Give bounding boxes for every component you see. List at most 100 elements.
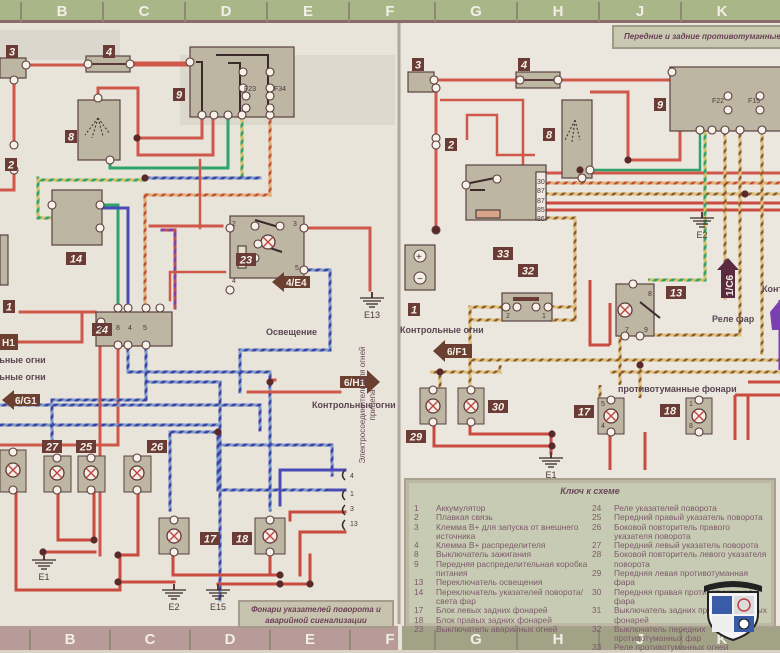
connector-arrow-1-C6[interactable]: 1/C6 — [717, 258, 739, 298]
grid-column-label: B — [65, 631, 76, 648]
terminal-node — [241, 91, 251, 101]
grid-column-label: K — [717, 631, 728, 648]
left-panel-caption: Фонари указателей поворота и аварийной с… — [238, 600, 394, 628]
ground-e2: E2 — [162, 584, 186, 612]
terminal-node — [466, 417, 476, 427]
switch-13-pins: 8 7 9 — [625, 291, 652, 334]
connector-arrow-4-E4[interactable]: 4/E4 — [272, 272, 310, 292]
fuse-label: F22 — [712, 98, 724, 105]
junction-dot — [114, 551, 122, 559]
svg-text:6/G1: 6/G1 — [15, 396, 37, 407]
fuse-label: F15 — [748, 98, 760, 105]
terminal-node — [238, 83, 248, 93]
svg-text:+: + — [416, 252, 422, 263]
legend-entry-number: 33 — [592, 642, 602, 653]
terminal-node — [755, 91, 765, 101]
component-badge: 27 — [42, 440, 62, 454]
legend-entry-text: Передняя левая противотуманная фара — [614, 568, 749, 588]
svg-text:7: 7 — [625, 327, 629, 334]
legend-entry-number: 4 — [414, 540, 419, 551]
svg-text:23: 23 — [239, 255, 252, 267]
module-24-pins: 3 8 4 5 — [98, 325, 147, 332]
terminal-node — [123, 340, 133, 350]
terminal-node — [431, 140, 441, 150]
terminal-node — [237, 110, 247, 120]
component-badge: 23 — [236, 253, 256, 267]
junction-dot — [90, 536, 98, 544]
legend-entry-number: 25 — [592, 512, 602, 523]
svg-text:E2: E2 — [168, 602, 179, 612]
terminal-node — [299, 223, 309, 233]
shaded-region — [0, 30, 120, 60]
legend-entry-number: 23 — [414, 623, 424, 634]
pin-label: 4 — [601, 423, 605, 430]
svg-text:9: 9 — [176, 90, 183, 102]
svg-text:3: 3 — [98, 325, 102, 332]
legend-entry-number: 28 — [592, 549, 602, 560]
legend-entry-text: Выключатель передних противотуманных фар — [614, 623, 706, 644]
pin-label: 1 — [689, 401, 693, 408]
terminal-node — [185, 57, 195, 67]
svg-text:6/H1: 6/H1 — [344, 378, 366, 389]
terminal-node — [606, 395, 616, 405]
terminal-node — [83, 59, 93, 69]
switch-23-pins: 2 3 4 5 — [232, 221, 299, 285]
connector-arrow-6-F1[interactable]: 6/F1 — [433, 340, 472, 362]
terminal-node — [253, 239, 263, 249]
svg-text:8: 8 — [116, 325, 120, 332]
terminal-node — [197, 110, 207, 120]
terminal-node — [225, 223, 235, 233]
component-badge: 17 — [200, 532, 220, 546]
terminal-node — [155, 303, 165, 313]
terminal-node — [461, 180, 471, 190]
terminal-node — [125, 59, 135, 69]
terminal-node — [86, 453, 96, 463]
terminal-node — [86, 485, 96, 495]
grid-column-label: E — [303, 3, 313, 20]
terminal-node — [620, 331, 630, 341]
svg-text:1: 1 — [350, 491, 354, 498]
svg-text:1: 1 — [6, 302, 12, 314]
grid-column-label: B — [57, 3, 68, 20]
svg-text:−: − — [417, 274, 423, 285]
legend-entry-number: 9 — [414, 558, 419, 569]
terminal-node — [265, 103, 275, 113]
legend-entry-text: Блок левых задних фонарей — [436, 605, 548, 616]
terminal-node — [512, 302, 522, 312]
connector-arrow-6-H1[interactable]: 6/H1 — [340, 370, 380, 394]
legend-entry-text: Реле противотуманных огней — [614, 642, 729, 653]
label-fog-lamps: противотуманные фонари — [618, 384, 737, 394]
svg-text:29: 29 — [409, 432, 423, 444]
legend-entry-text: Выключатель зажигания — [436, 549, 532, 560]
terminal-node — [720, 125, 730, 135]
connector-arrow-H1[interactable]: H1 — [0, 334, 18, 350]
svg-text:27: 27 — [45, 442, 59, 454]
pin-label: 8 — [689, 423, 693, 430]
component-badge: 9 — [654, 98, 666, 112]
svg-text:4: 4 — [128, 325, 132, 332]
terminal-node — [735, 125, 745, 135]
grid-column-label: D — [221, 3, 232, 20]
terminal-node — [628, 279, 638, 289]
connector-arrow-6-G1[interactable]: 6/G1 — [2, 390, 40, 410]
svg-text:86: 86 — [537, 216, 545, 223]
legend-entry-text: Выключатель аварийных огней — [436, 623, 558, 634]
terminal-node — [47, 200, 57, 210]
trailer-socket: 4 1 3 13 — [341, 469, 358, 531]
legend-entry-number: 26 — [592, 521, 602, 532]
terminal-node — [265, 91, 275, 101]
terminal-node — [428, 417, 438, 427]
label-control-lights-a: Контрольные огни — [0, 355, 46, 365]
terminal-node — [52, 485, 62, 495]
component-badge: 17 — [574, 405, 594, 419]
terminal-node — [223, 110, 233, 120]
